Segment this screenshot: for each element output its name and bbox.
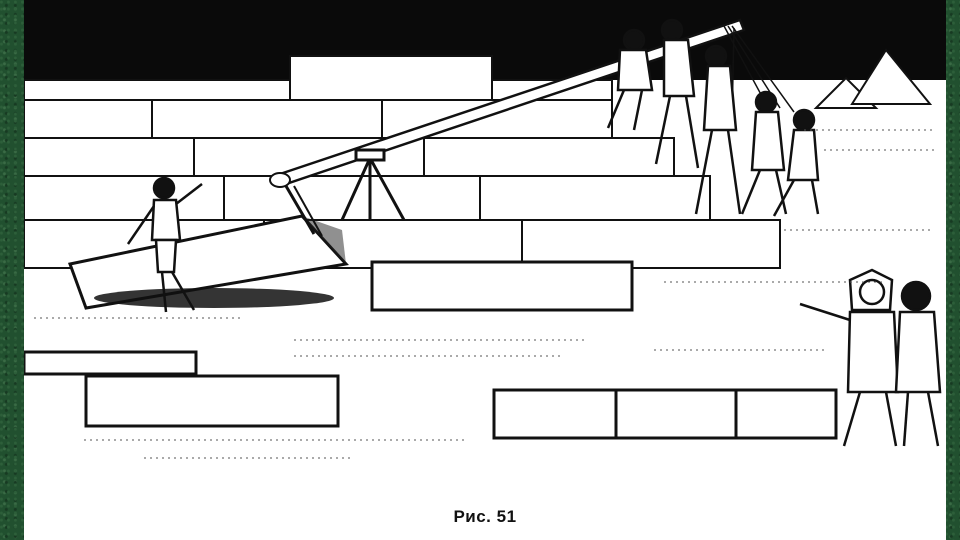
figure-caption: Рис. 51 <box>453 507 517 526</box>
lifted-stone-block <box>67 214 349 310</box>
workers-pulling-ropes <box>606 18 820 217</box>
worker-at-block <box>126 176 203 313</box>
sand-stipple <box>34 129 934 459</box>
loose-stone-blocks <box>24 260 838 440</box>
tripod-fulcrum <box>340 148 406 221</box>
illustration-card: Рис. 51 <box>24 0 946 540</box>
pharaoh-and-attendant <box>799 268 942 447</box>
distant-pyramids <box>813 48 933 109</box>
pyramid-construction-illustration <box>24 0 946 459</box>
stone-terrace <box>24 55 781 269</box>
